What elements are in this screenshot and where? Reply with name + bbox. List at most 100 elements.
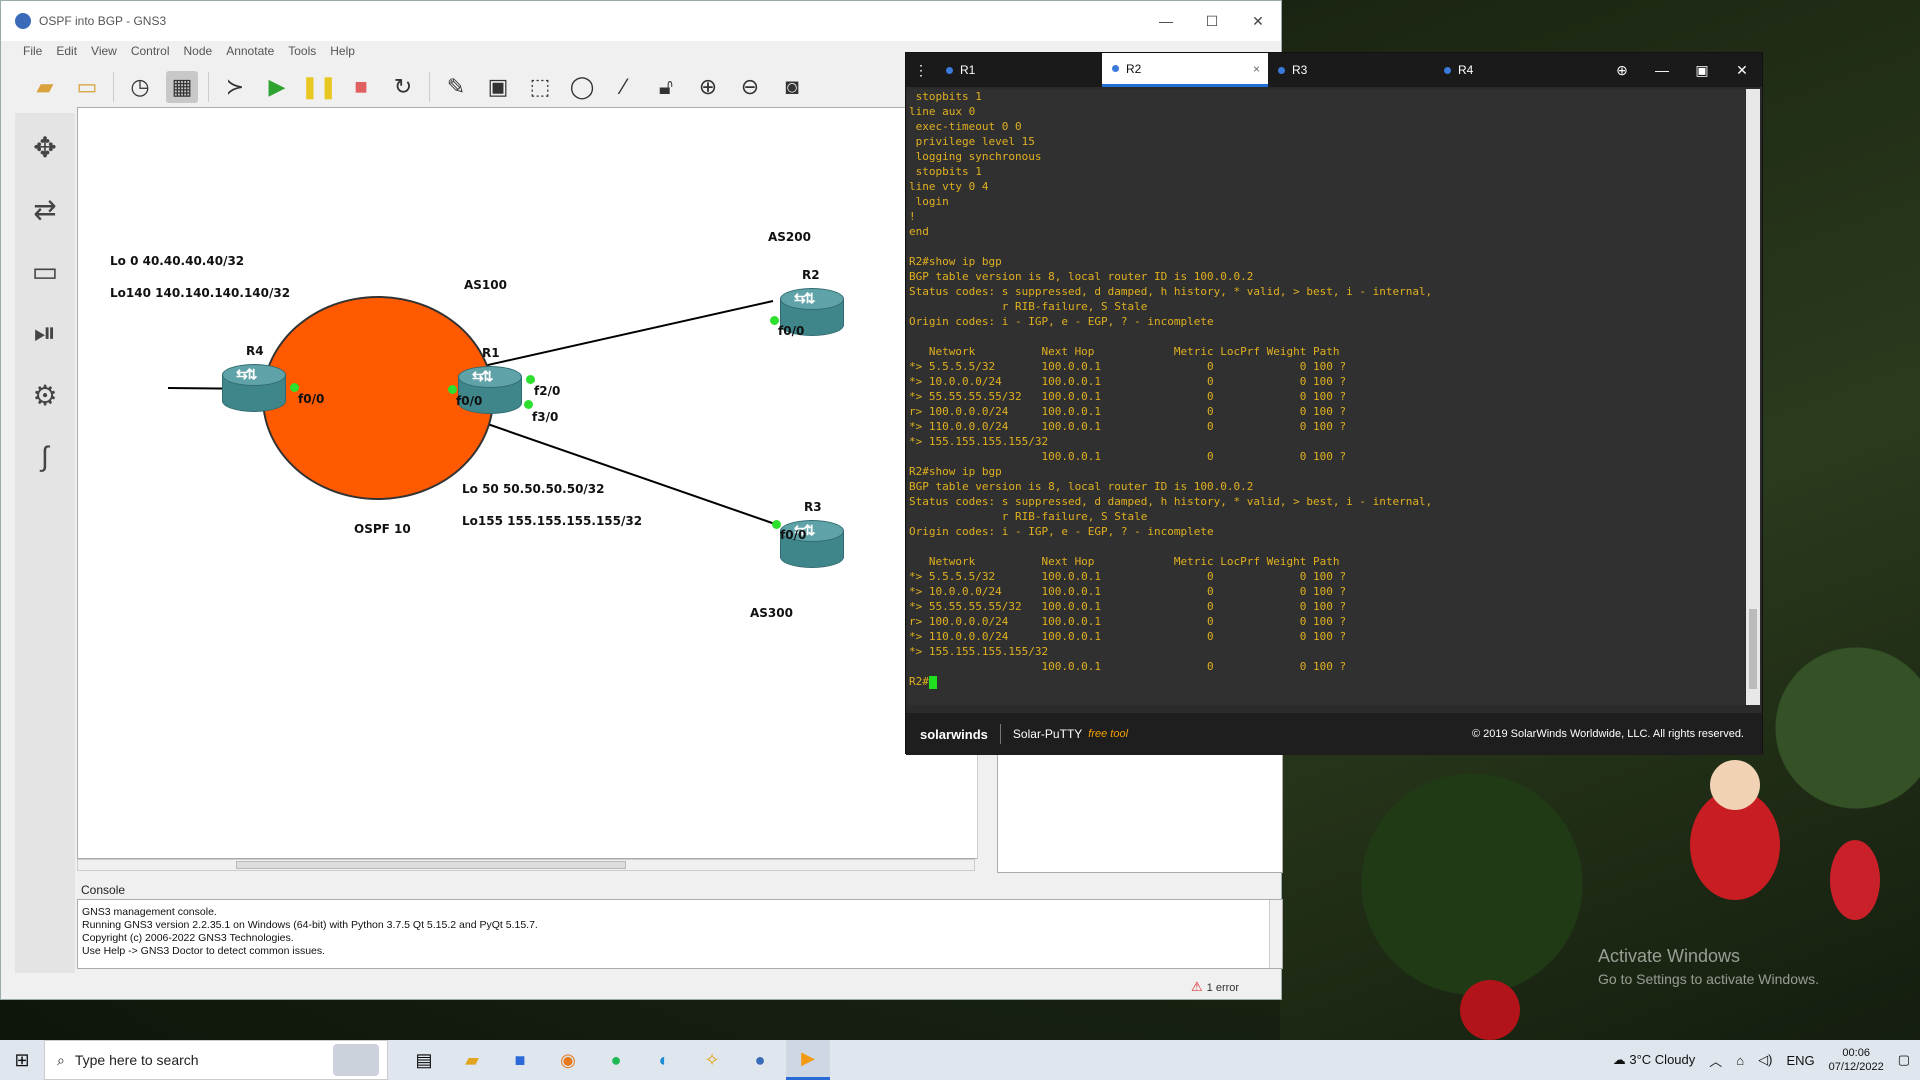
minimize-button[interactable]: — [1159,12,1173,29]
weather-widget[interactable]: ☁ 3°C Cloudy [1613,1052,1696,1068]
stop-icon[interactable]: ■ [354,74,368,99]
router-r3[interactable]: ⇆⇅ [780,520,844,568]
close-tab-icon[interactable]: × [1252,61,1260,76]
image-icon[interactable]: ▣ [487,74,509,99]
lo140-label[interactable]: Lo140 140.140.140.140/32 [110,286,291,300]
ornament-face [1710,760,1760,810]
pause-icon[interactable]: ❚❚ [300,74,338,99]
lo0-label[interactable]: Lo 0 40.40.40.40/32 [110,254,245,268]
ospf-label[interactable]: OSPF 10 [354,522,411,536]
network-icon[interactable]: ⌂ [1736,1052,1745,1068]
console-icon[interactable]: ≻ [225,74,245,99]
port-label-r1-f20: f2/0 [534,384,561,398]
notifications-icon[interactable]: ▢ [1897,1052,1910,1067]
lock-icon[interactable]: 🔓︎ [658,74,674,99]
volume-icon[interactable]: ◁) [1758,1052,1773,1067]
menu-node[interactable]: Node [183,44,213,58]
as200-label[interactable]: AS200 [768,230,811,244]
store-icon[interactable]: ■ [514,1049,526,1070]
open-folder-icon[interactable]: ▰ [36,74,54,99]
reload-icon[interactable]: ↻ [393,74,413,99]
menu-view[interactable]: View [91,44,117,58]
terminal-prompt[interactable]: R2# [909,674,1745,689]
blender-icon[interactable]: ◉ [560,1049,576,1070]
console-scrollbar[interactable] [1269,900,1282,968]
menu-help[interactable]: Help [330,44,355,58]
tab-label: R3 [1292,63,1308,77]
snapshot-icon[interactable]: ▦ [166,71,198,103]
menu-tools[interactable]: Tools [288,44,317,58]
tab-r3[interactable]: R3 [1268,53,1434,87]
routers-icon[interactable]: ✥ [33,131,57,163]
tray-chevron-icon[interactable]: ︿ [1709,1053,1723,1069]
console-panel[interactable]: GNS3 management console. Running GNS3 ve… [77,899,1283,969]
open-project-icon[interactable]: ▭ [76,74,98,99]
router-r1[interactable]: ⇆⇅ [458,366,522,414]
task-view-icon[interactable]: ▤ [415,1049,433,1070]
terminal-line: R2#show ip bgp [909,255,1002,268]
solar-putty-taskbar-icon[interactable]: ▶ [786,1040,830,1080]
router-r4[interactable]: ⇆⇅ [222,364,286,412]
clock[interactable]: 00:06 07/12/2022 [1829,1046,1884,1074]
as300-label[interactable]: AS300 [750,606,793,620]
menu-dots-icon[interactable]: ⋮ [914,61,928,78]
close-button[interactable]: ✕ [1736,61,1748,78]
file-explorer-icon[interactable]: ▰ [465,1049,479,1070]
line-icon[interactable]: ⁄ [622,74,626,99]
terminal-scrollbar[interactable] [1746,89,1760,705]
minimize-button[interactable]: — [1655,62,1669,78]
note-icon[interactable]: ✎ [446,74,466,99]
port-label-r1-f00: f0/0 [456,394,483,408]
device-sidebar: ✥ ⇄ ▭ ⏯ ⚙ ∫ [15,113,75,973]
menu-file[interactable]: File [23,44,43,58]
language-indicator[interactable]: ENG [1786,1052,1815,1068]
menu-control[interactable]: Control [130,44,170,58]
tab-r2[interactable]: R2× [1102,53,1268,87]
router-r2[interactable]: ⇆⇅ [780,288,844,336]
end-devices-icon[interactable]: ▭ [31,255,59,287]
menu-annotate[interactable]: Annotate [226,44,275,58]
taskbar-search[interactable]: ⌕ Type here to search [44,1040,388,1080]
terminal-line: *> 110.0.0.0/24 100.0.0.1 0 0 100 ? [909,630,1347,643]
windows-start-icon[interactable]: ⊞ [14,1049,30,1070]
spotify-icon[interactable]: ● [610,1049,622,1070]
security-devices-icon[interactable]: ⏯ [33,316,57,348]
console-line: Use Help -> GNS3 Doctor to detect common… [82,945,326,957]
switches-icon[interactable]: ⇄ [33,193,57,225]
network-app-icon[interactable]: ✧ [704,1049,720,1070]
zoom-out-icon[interactable]: ⊖ [740,74,760,99]
screenshot-icon[interactable]: ◙ [785,74,799,99]
zoom-in-icon[interactable]: ⊕ [698,74,718,99]
terminal-line: 100.0.0.1 0 0 100 ? [909,450,1347,463]
edge-icon[interactable]: ◐ [658,1049,670,1070]
close-button[interactable]: ✕ [1252,12,1264,29]
terminal-line: login [909,195,949,208]
clock-time: 00:06 [1842,1047,1870,1059]
all-devices-icon[interactable]: ⚙ [32,379,58,411]
lo155-label[interactable]: Lo155 155.155.155.155/32 [462,514,643,528]
topology-canvas[interactable]: Lo 0 40.40.40.40/32 Lo140 140.140.140.14… [77,107,990,859]
port-label-r2-f00: f0/0 [778,324,805,338]
terminal-line: R2#show ip bgp [909,465,1002,478]
tab-r1[interactable]: R1 [936,53,1102,87]
clock-icon[interactable]: ◷ [130,74,150,99]
start-icon[interactable]: ▶ [268,74,286,99]
canvas-horizontal-scrollbar[interactable] [77,859,975,871]
terminal-cursor [928,675,937,689]
tab-r4[interactable]: R4 [1434,53,1600,87]
menu-edit[interactable]: Edit [56,44,78,58]
lo50-label[interactable]: Lo 50 50.50.50.50/32 [462,482,605,496]
terminal-line: Origin codes: i - IGP, e - EGP, ? - inco… [909,525,1214,538]
as100-label[interactable]: AS100 [464,278,507,292]
new-session-icon[interactable]: ⊕ [1616,61,1628,78]
toolbar: ▰ ▭ ◷ ▦ ≻ ▶ ❚❚ ■ ↻ ✎ ▣ ⬚ ◯ ⁄ 🔓︎ ⊕ ⊖ ◙ [1,61,1281,113]
gns3-taskbar-icon[interactable]: ● [754,1049,766,1070]
add-link-icon[interactable]: ∫ [41,441,49,472]
terminal-line: exec-timeout 0 0 [909,120,1022,133]
rectangle-icon[interactable]: ⬚ [529,74,551,99]
maximize-button[interactable]: ☐ [1205,12,1219,29]
error-indicator[interactable]: ⚠1 error [1191,979,1239,995]
ellipse-icon[interactable]: ◯ [569,74,595,99]
maximize-button[interactable]: ▣ [1695,61,1709,78]
